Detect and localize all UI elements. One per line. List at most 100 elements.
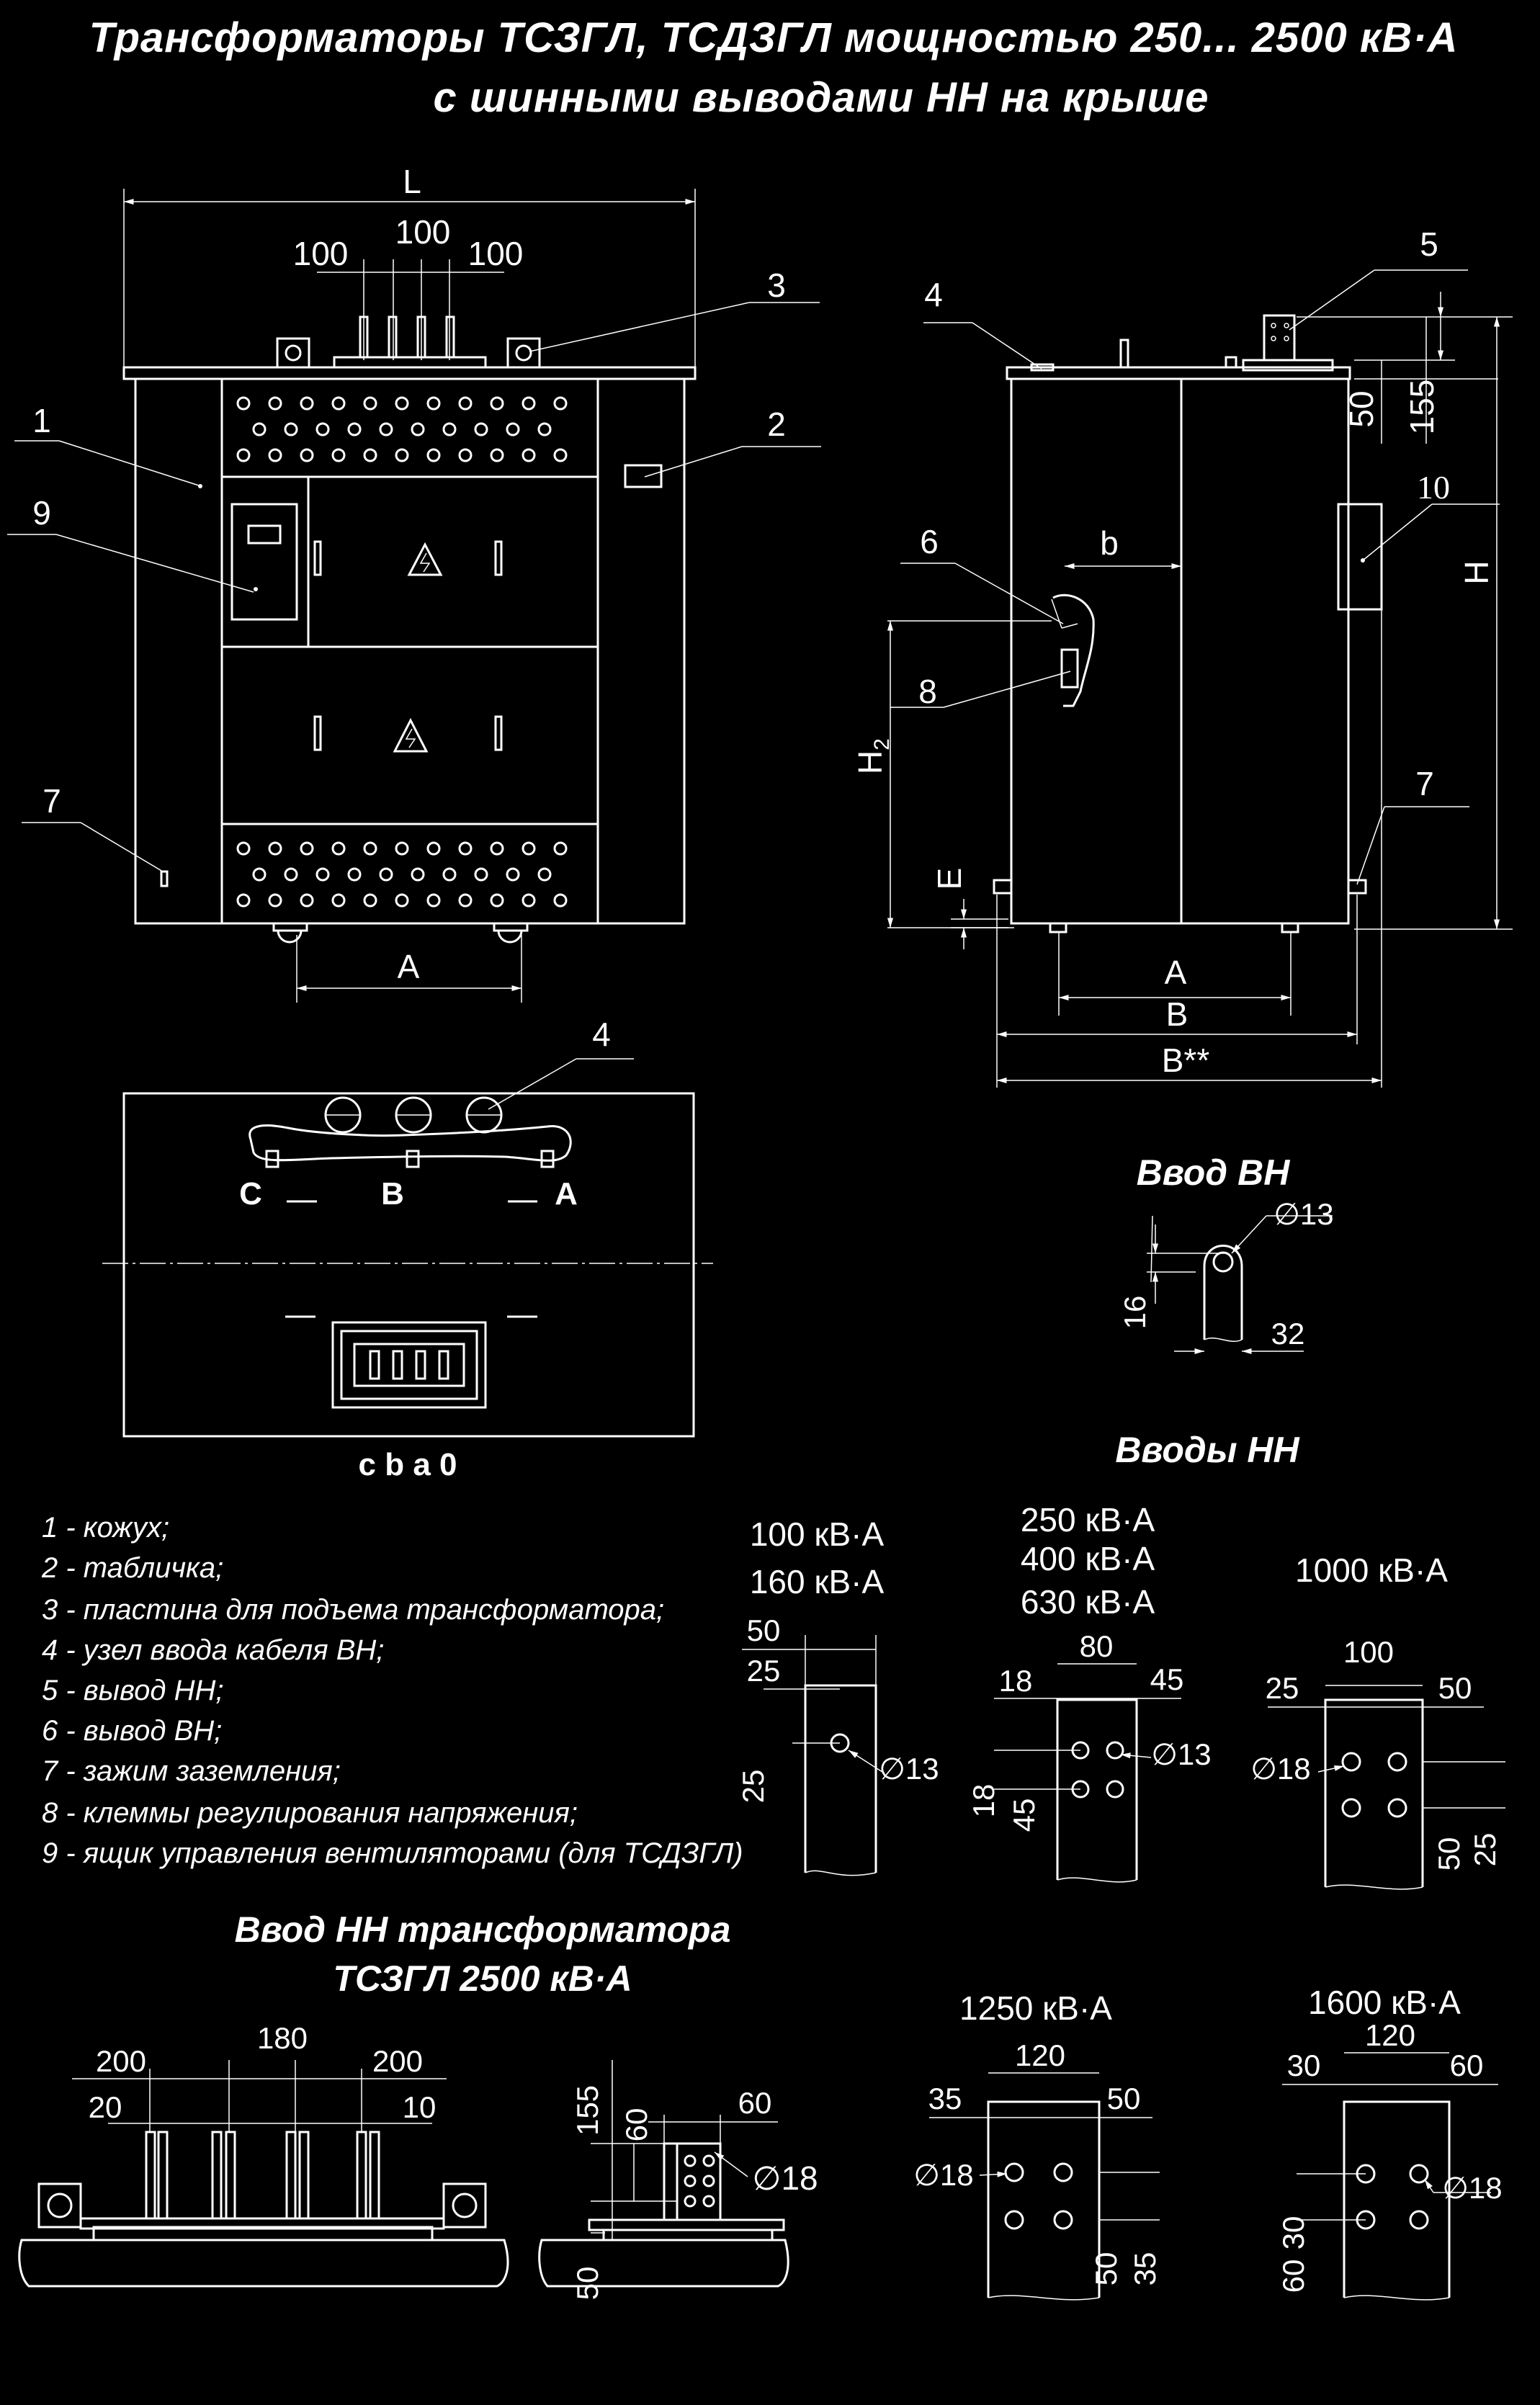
dim-45-side: 45 — [1007, 1799, 1041, 1832]
lv-1600: 1600 кВ·А 120 30 60 30 60 ∅18 — [1276, 1984, 1503, 2301]
legend-item-7: 7 - зажим заземления; — [42, 1755, 341, 1787]
dim-60v-1600: 60 — [1276, 2260, 1310, 2293]
grille-hole — [426, 396, 441, 411]
grille-hole — [537, 422, 552, 436]
grille-hole — [506, 422, 520, 436]
dia-18-1000: ∅18 — [1250, 1752, 1310, 1786]
grille-hole — [236, 448, 251, 462]
dim-100-mid: 100 — [395, 213, 451, 251]
dim-25-1000: 25 — [1266, 1671, 1299, 1705]
power-630: 630 кВ·А — [1021, 1583, 1155, 1621]
grille-hole — [300, 841, 314, 856]
legend-item-6: 6 - вывод ВН; — [42, 1715, 222, 1747]
grille-hole — [458, 893, 473, 908]
grille-hole — [236, 396, 251, 411]
dim-45-top: 45 — [1150, 1662, 1184, 1696]
sheet-title-line1: Трансформаторы ТСЗГЛ, ТСДЗГЛ мощностью 2… — [89, 14, 1459, 61]
grille-hole — [521, 841, 536, 856]
dim-H: H — [1458, 560, 1495, 584]
power-250: 250 кВ·А — [1021, 1501, 1155, 1539]
grille-hole — [395, 396, 409, 411]
grille-hole — [521, 396, 536, 411]
grille-hole — [363, 448, 377, 462]
grille-hole — [300, 893, 314, 908]
dim-35-1250: 35 — [928, 2082, 962, 2115]
phase-B: B — [381, 1176, 404, 1212]
callout-7-front: 7 — [42, 782, 61, 820]
callout-2: 2 — [767, 406, 786, 443]
grille-hole — [426, 841, 441, 856]
grille-hole — [236, 893, 251, 908]
dim-20: 20 — [89, 2090, 122, 2124]
dim-50v-1250: 50 — [1089, 2252, 1123, 2286]
dim-B: B — [1166, 995, 1188, 1033]
dim-100-left: 100 — [293, 235, 349, 272]
grille-hole — [284, 422, 298, 436]
dia-13-100: ∅13 — [879, 1752, 939, 1786]
dim-80: 80 — [1080, 1629, 1114, 1663]
grille-hole — [268, 396, 282, 411]
phases-lv: c b a 0 — [359, 1447, 457, 1482]
callout-4-top: 4 — [592, 1016, 611, 1053]
grille-hole — [284, 867, 298, 882]
grille-hole — [411, 422, 425, 436]
lv-2500-heading1: Ввод НН трансформатора — [235, 1909, 731, 1950]
dia-18-1600: ∅18 — [1442, 2171, 1502, 2205]
grille-hole — [537, 867, 552, 882]
legend: 1 - кожух; 2 - табличка; 3 - пластина дл… — [41, 1512, 743, 1869]
lv-2500-heading2: ТСЗГЛ 2500 кВ·А — [333, 1958, 632, 1999]
power-1000: 1000 кВ·А — [1295, 1551, 1448, 1589]
dim-E: E — [931, 868, 968, 890]
dim-50-1250: 50 — [1107, 2082, 1141, 2115]
dim-A-side: A — [1165, 954, 1187, 991]
dim-18-top: 18 — [999, 1664, 1033, 1698]
grille-hole — [521, 893, 536, 908]
callout-6: 6 — [920, 523, 939, 560]
grille-hole — [458, 396, 473, 411]
legend-item-4: 4 - узел ввода кабеля ВН; — [42, 1634, 384, 1666]
legend-item-8: 8 - клеммы регулирования напряжения; — [42, 1797, 578, 1829]
grille-hole — [347, 867, 362, 882]
dia-13-630: ∅13 — [1151, 1737, 1211, 1771]
grille-hole — [426, 893, 441, 908]
grille-hole — [474, 422, 488, 436]
dim-155-side-2500: 155 — [570, 2085, 604, 2136]
grille-hole — [363, 893, 377, 908]
grille-hole — [506, 867, 520, 882]
grille-hole — [268, 448, 282, 462]
dim-60-side-2500: 60 — [619, 2108, 653, 2142]
grille-hole — [490, 893, 504, 908]
legend-item-2: 2 - табличка; — [41, 1552, 223, 1584]
dim-b: b — [1100, 524, 1119, 562]
top-grille-holes — [236, 396, 568, 462]
grille-hole — [379, 867, 393, 882]
grille-hole — [379, 422, 393, 436]
dim-50-side-2500: 50 — [570, 2267, 604, 2301]
grille-hole — [490, 396, 504, 411]
grille-hole — [553, 396, 568, 411]
grille-hole — [331, 841, 346, 856]
dim-B-star: B** — [1162, 1042, 1210, 1079]
power-1250: 1250 кВ·А — [959, 1989, 1112, 2027]
callout-1: 1 — [32, 402, 51, 439]
side-view: 50 155 H H2 E b A B B** — [851, 225, 1513, 1088]
grille-hole — [521, 448, 536, 462]
dim-L: L — [403, 163, 421, 200]
dim-25v-1000: 25 — [1468, 1833, 1502, 1867]
callout-10: 10 — [1417, 469, 1450, 506]
grille-hole — [395, 893, 409, 908]
grille-hole — [458, 841, 473, 856]
dim-A-front: A — [398, 948, 420, 985]
lv-inputs: Вводы НН 100 кВ·А 160 кВ·А 50 25 25 ∅13 … — [736, 1430, 1505, 2301]
grille-hole — [395, 841, 409, 856]
power-100: 100 кВ·А — [750, 1515, 885, 1553]
grille-hole — [347, 422, 362, 436]
hv-input-heading: Ввод ВН — [1137, 1152, 1291, 1193]
grille-hole — [442, 422, 457, 436]
dim-120-1250: 120 — [1015, 2038, 1065, 2072]
dim-H2: H2 — [851, 738, 894, 774]
dim-60-side-top: 60 — [738, 2086, 772, 2120]
dia-18-1250: ∅18 — [913, 2158, 973, 2192]
grille-hole — [553, 841, 568, 856]
